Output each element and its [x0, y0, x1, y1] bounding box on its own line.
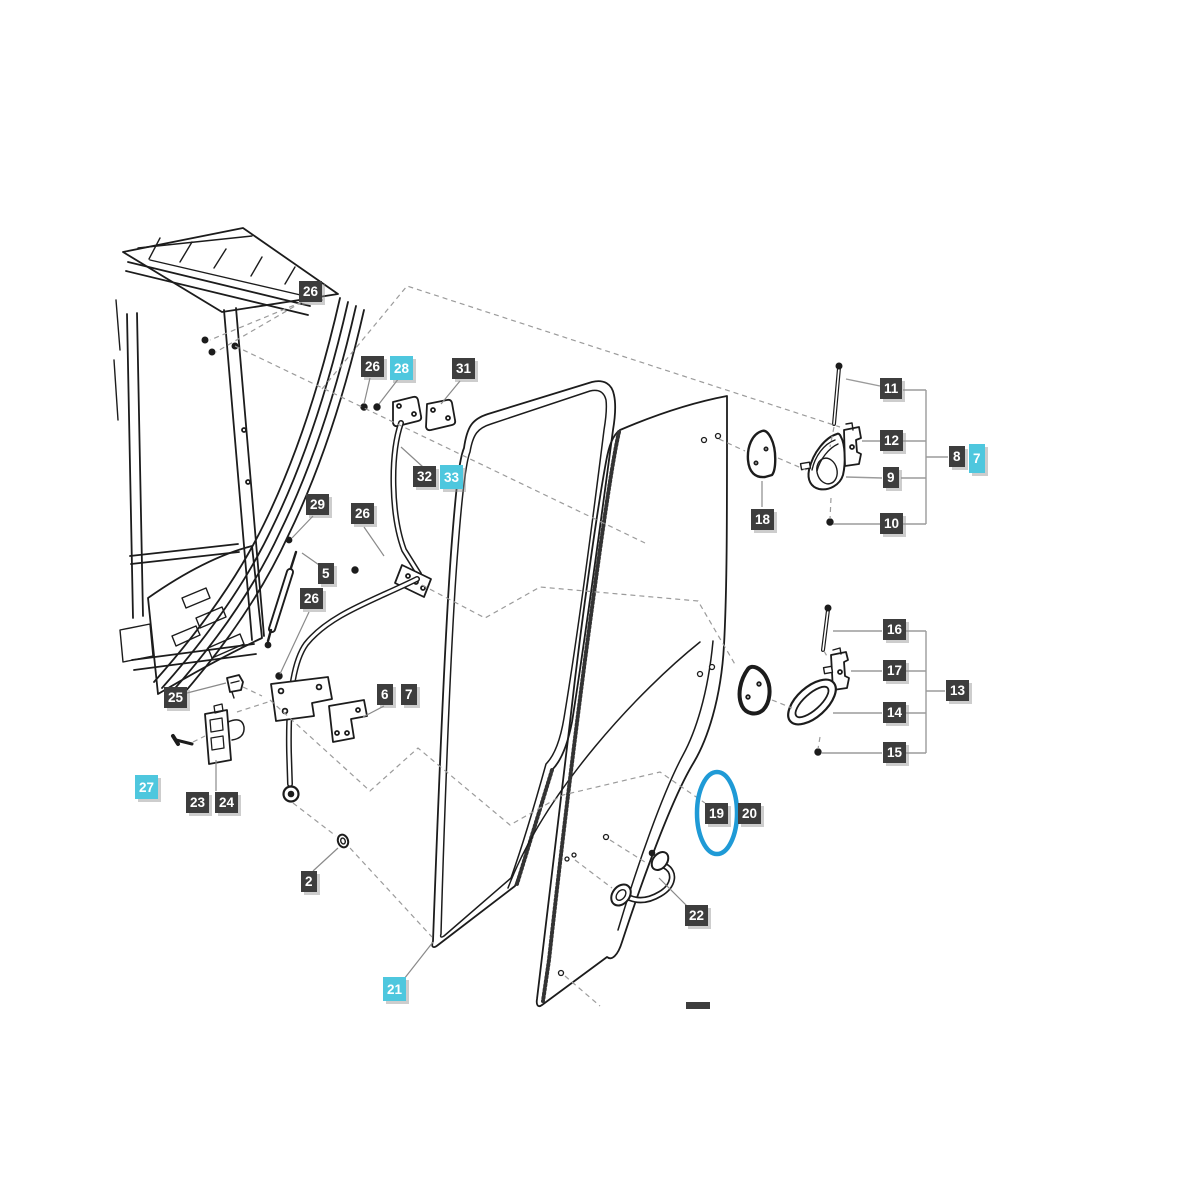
part-label-2: 2 — [301, 871, 317, 892]
part-label-11: 11 — [880, 378, 903, 399]
part-label-16: 16 — [883, 619, 907, 640]
cab-frame — [113, 227, 365, 701]
gasket-18 — [746, 429, 777, 479]
gasket-lower — [737, 664, 772, 716]
part-label-28: 28 — [390, 356, 414, 380]
gas-strut — [264, 536, 298, 649]
part-label-12: 12 — [880, 430, 904, 451]
part-label-25: 25 — [164, 687, 188, 708]
part-label-33: 33 — [440, 465, 464, 489]
screw-28 — [373, 403, 381, 411]
clip-25 — [226, 674, 244, 693]
part-label-18: 18 — [751, 509, 775, 530]
part-label-15: 15 — [883, 742, 907, 763]
part-label-22: 22 — [685, 905, 709, 926]
highlight-ellipse — [694, 769, 740, 857]
part-label-20: 20 — [738, 803, 762, 824]
part-label-27: 27 — [135, 775, 159, 799]
door-panel — [507, 395, 728, 1008]
part-label-10: 10 — [880, 513, 904, 534]
part-label-26b: 26 — [361, 356, 385, 377]
part-label-21: 21 — [383, 977, 407, 1001]
lower-handle-kit — [737, 604, 850, 756]
construction-lines — [192, 285, 841, 1007]
part-label-8: 8 — [949, 446, 965, 467]
part-label-23: 23 — [186, 792, 210, 813]
screw-15 — [814, 748, 822, 756]
clipped-label-fragment — [686, 1002, 710, 1009]
label-leader-lines — [186, 377, 948, 980]
part-label-29: 29 — [306, 494, 330, 515]
screw-27 — [174, 738, 194, 746]
part-label-14: 14 — [883, 702, 907, 723]
bracket-17 — [830, 651, 850, 691]
part-label-6: 6 — [377, 684, 393, 705]
part-label-13: 13 — [946, 680, 970, 701]
grommet-2 — [336, 833, 350, 849]
part-label-17: 17 — [883, 660, 907, 681]
part-label-7b: 7 — [969, 444, 985, 473]
handle-14 — [787, 678, 837, 726]
door-latch-group — [171, 674, 368, 849]
bracket-12 — [843, 426, 862, 467]
part-label-26a: 26 — [299, 281, 323, 302]
part-label-9: 9 — [883, 467, 899, 488]
part-label-26d: 26 — [300, 588, 324, 609]
upper-handle-kit — [746, 362, 862, 526]
grab-handle — [610, 849, 676, 907]
part-label-32: 32 — [413, 466, 437, 487]
part-label-7a: 7 — [401, 684, 417, 705]
part-label-31: 31 — [452, 358, 476, 379]
part-label-5: 5 — [318, 563, 334, 584]
part-label-24: 24 — [215, 792, 239, 813]
part-label-19: 19 — [705, 803, 729, 824]
part-label-26c: 26 — [351, 503, 375, 524]
screw-10 — [826, 518, 834, 526]
